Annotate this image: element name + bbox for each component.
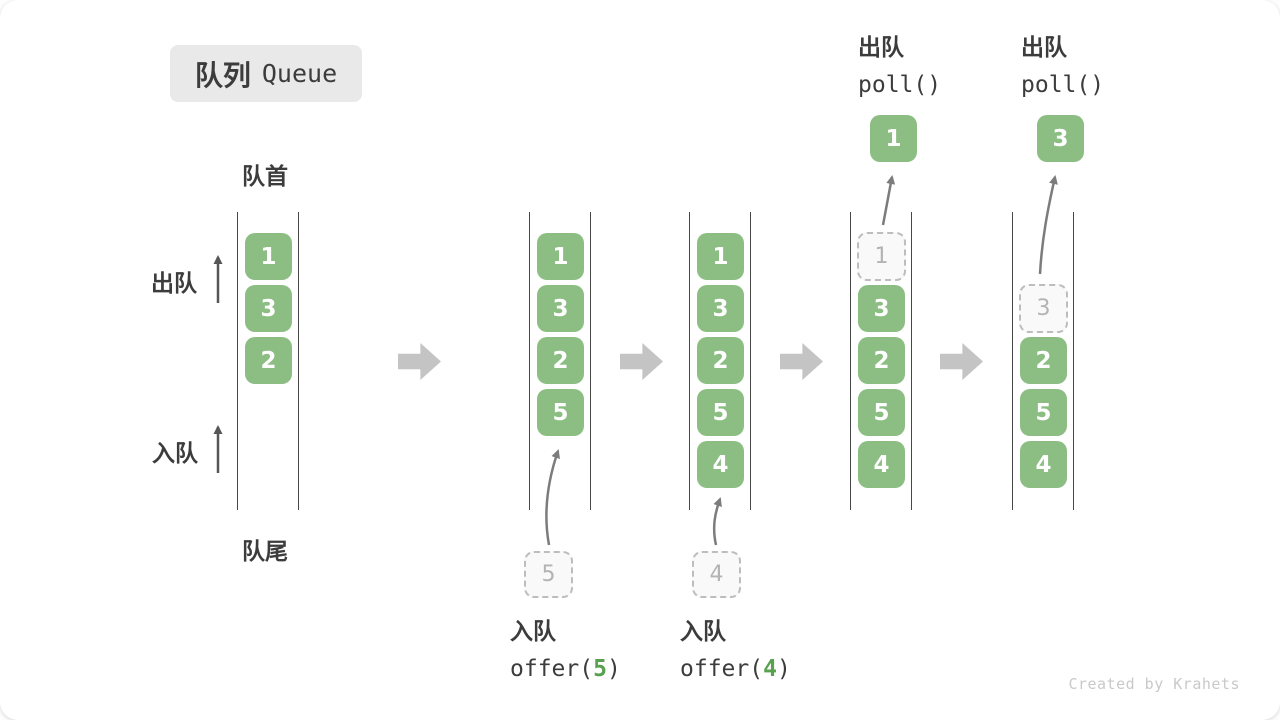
title-en: Queue: [261, 59, 338, 88]
queue-box: 5: [697, 389, 744, 436]
queue-box: 2: [697, 337, 744, 384]
queue-box: 4: [697, 441, 744, 488]
watermark: Created by Krahets: [1068, 675, 1240, 693]
op-code-arg: 4: [763, 656, 777, 682]
queue-column-4: 1 3 2 5 4: [850, 212, 912, 510]
removed-box: 1: [870, 115, 917, 162]
title-badge: 队列 Queue: [170, 45, 362, 102]
queue-box: 2: [1020, 337, 1067, 384]
removed-box: 3: [1037, 115, 1084, 162]
op-name: 入队: [680, 618, 726, 644]
step-arrow-icon: [780, 343, 823, 380]
queue-column-1: 1 3 2: [237, 212, 299, 510]
queue-box: 1: [537, 233, 584, 280]
op-code: poll(): [1021, 72, 1105, 98]
op-poll-2: 出队 poll(): [1021, 28, 1104, 98]
op-name: 出队: [858, 34, 904, 60]
queue-box: 5: [858, 389, 905, 436]
queue-box: 1: [697, 233, 744, 280]
queue-box: 3: [697, 285, 744, 332]
op-name: 出队: [1021, 34, 1067, 60]
pending-box: 5: [524, 551, 573, 598]
queue-box-ghost: 3: [1019, 284, 1068, 333]
queue-box: 4: [1020, 441, 1067, 488]
label-queue-rear: 队尾: [242, 538, 288, 564]
queue-column-3: 1 3 2 5 4: [689, 212, 751, 510]
queue-box: 2: [245, 337, 292, 384]
queue-box: 2: [858, 337, 905, 384]
op-poll-1: 出队 poll(): [858, 28, 941, 98]
op-name: 入队: [510, 618, 556, 644]
queue-box: 3: [537, 285, 584, 332]
queue-box: 5: [1020, 389, 1067, 436]
title-zh: 队列: [194, 59, 251, 91]
queue-box: 1: [245, 233, 292, 280]
op-offer-4: 入队 offer(4): [680, 612, 791, 682]
op-code-arg: 5: [593, 656, 607, 682]
pending-box: 4: [692, 551, 741, 598]
op-code: offer(5): [510, 656, 621, 682]
queue-box-ghost: 1: [857, 232, 906, 281]
label-enqueue-side: 入队: [152, 440, 198, 466]
step-arrow-icon: [940, 343, 983, 380]
op-code: offer(4): [680, 656, 791, 682]
label-queue-front: 队首: [242, 163, 288, 189]
queue-box: 4: [858, 441, 905, 488]
queue-column-2: 1 3 2 5: [529, 212, 591, 510]
queue-box: 3: [858, 285, 905, 332]
op-offer-5: 入队 offer(5): [510, 612, 621, 682]
queue-box: 3: [245, 285, 292, 332]
op-code: poll(): [858, 72, 942, 98]
step-arrow-icon: [398, 343, 441, 380]
queue-column-5: 3 2 5 4: [1012, 212, 1074, 510]
step-arrow-icon: [620, 343, 663, 380]
queue-box: 2: [537, 337, 584, 384]
label-dequeue-side: 出队: [151, 270, 197, 296]
queue-box: 5: [537, 389, 584, 436]
